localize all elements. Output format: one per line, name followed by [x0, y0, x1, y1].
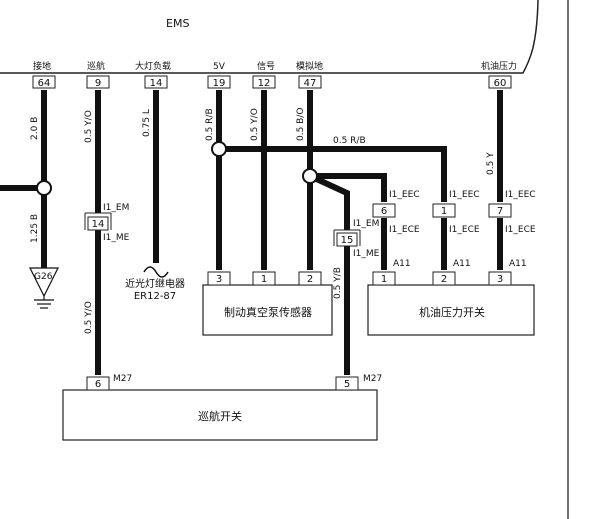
inline-pin-6: 6	[381, 206, 387, 217]
cruise-pin-box-5	[335, 376, 359, 391]
ems-pin-box-14	[144, 75, 168, 89]
cruise-pin-5: 5	[344, 379, 350, 390]
ems-housing	[0, 0, 539, 74]
wire-analog-branch-oil	[310, 173, 387, 202]
wire-label-ground-top: 2.0 B	[30, 117, 40, 140]
oil-connector-label-2: A11	[453, 259, 471, 269]
inline-pin-7: 7	[497, 206, 503, 217]
ems-pin-label-5v: 5V	[213, 62, 226, 72]
ems-pin-label-cruise: 巡航	[87, 60, 105, 72]
wire-analog-branch-cruise	[308, 173, 350, 230]
cruise-connector-label-1: M27	[113, 374, 132, 384]
ems-pin-label-headlamp: 大灯负载	[135, 60, 171, 72]
relay-code: ER12-87	[134, 291, 176, 302]
ems-pin-box-12	[252, 75, 276, 89]
relay-connector-icon	[143, 266, 169, 278]
splice-analog-ground	[302, 168, 318, 184]
inline-14-bottom-label: I1_ME	[103, 233, 130, 243]
cruise-switch-box	[62, 389, 378, 441]
inline-connector-14	[84, 212, 112, 231]
relay-name: 近光灯继电器	[125, 277, 185, 290]
inline-7-bottom-label: I1_ECE	[505, 225, 536, 235]
wire-label-horizontal: 0.5 R/B	[333, 136, 366, 146]
ems-pin-box-47	[298, 75, 322, 89]
ems-pin-47: 47	[304, 78, 317, 89]
ems-pin-box-19	[207, 75, 231, 89]
inline-1-top-label: I1_EEC	[449, 190, 480, 200]
cruise-pin-6: 6	[95, 379, 101, 390]
inline-pin-15: 15	[341, 235, 354, 246]
oil-connector-label-1: A11	[393, 259, 411, 269]
oil-pin-2: 2	[441, 274, 447, 285]
inline-1-bottom-label: I1_ECE	[449, 225, 480, 235]
ems-pin-box-64	[32, 75, 56, 89]
inline-connector-1	[432, 203, 456, 218]
cruise-switch-name: 巡航开关	[198, 409, 242, 423]
inline-connector-6	[372, 203, 396, 218]
wire-label-signal: 0.5 Y/O	[250, 108, 260, 141]
ground-symbol	[29, 267, 59, 309]
wire-5v-branch	[219, 146, 447, 202]
inline-14-top-label: I1_EM	[103, 203, 129, 213]
ems-pin-label-oil-pressure: 机油压力	[481, 60, 517, 72]
oil-pin-1: 1	[381, 274, 387, 285]
wire-label-oil: 0.5 Y	[486, 152, 496, 175]
oil-connector-label-3: A11	[509, 259, 527, 269]
wire-label-ground-bottom: 1.25 B	[30, 214, 40, 243]
vacuum-pin-box-3	[207, 271, 231, 286]
ground-label: G26	[34, 272, 53, 282]
ems-pin-label-ground: 接地	[33, 60, 51, 72]
ems-pin-12: 12	[258, 78, 271, 89]
oil-pin-3: 3	[497, 274, 503, 285]
vacuum-pin-1: 1	[261, 274, 267, 285]
vacuum-sensor-name: 制动真空泵传感器	[224, 305, 312, 319]
ems-pin-label-signal: 信号	[257, 60, 275, 72]
inline-6-bottom-label: I1_ECE	[389, 225, 420, 235]
wire-label-cruise-bottom: 0.5 Y/O	[84, 301, 94, 334]
inline-pin-14: 14	[92, 219, 105, 230]
inline-15-bottom-label: I1_ME	[353, 249, 380, 259]
oil-pin-box-3	[488, 271, 512, 286]
oil-switch-box	[367, 284, 535, 336]
ems-pin-60: 60	[494, 78, 507, 89]
oil-pin-box-1	[372, 271, 396, 286]
inline-connector-7	[488, 203, 512, 218]
wire-label-analog-ground: 0.5 B/O	[296, 108, 306, 141]
ems-pin-box-9	[86, 75, 110, 89]
vacuum-pin-3: 3	[216, 274, 222, 285]
vacuum-pin-box-2	[298, 271, 322, 286]
wire-label-cruise-top: 0.5 Y/O	[84, 110, 94, 143]
ems-pin-9: 9	[95, 78, 101, 89]
ems-pin-label-analog-ground: 模拟地	[296, 60, 323, 72]
ems-pin-14: 14	[150, 78, 163, 89]
wire-label-headlamp: 0.75 L	[142, 109, 152, 137]
inline-pin-1: 1	[441, 206, 447, 217]
oil-pin-box-2	[432, 271, 456, 286]
splice-ground	[36, 180, 52, 196]
inline-15-top-label: I1_EM	[353, 219, 379, 229]
vacuum-pin-2: 2	[307, 274, 313, 285]
ems-pin-19: 19	[213, 78, 226, 89]
inline-6-top-label: I1_EEC	[389, 190, 420, 200]
ems-title: EMS	[166, 17, 189, 30]
inline-7-top-label: I1_EEC	[505, 190, 536, 200]
oil-switch-name: 机油压力开关	[419, 305, 485, 319]
vacuum-pin-box-1	[252, 271, 276, 286]
wire-label-5v: 0.5 R/B	[205, 108, 215, 141]
ems-pin-box-60	[488, 75, 512, 89]
splice-5v	[211, 141, 227, 157]
vacuum-sensor-box	[202, 284, 333, 336]
ems-pin-64: 64	[38, 78, 51, 89]
cruise-pin-box-6	[86, 376, 110, 391]
inline-connector-15	[333, 229, 361, 247]
wire-label-yb: 0.5 Y/B	[333, 267, 343, 299]
cruise-connector-label-2: M27	[363, 374, 382, 384]
